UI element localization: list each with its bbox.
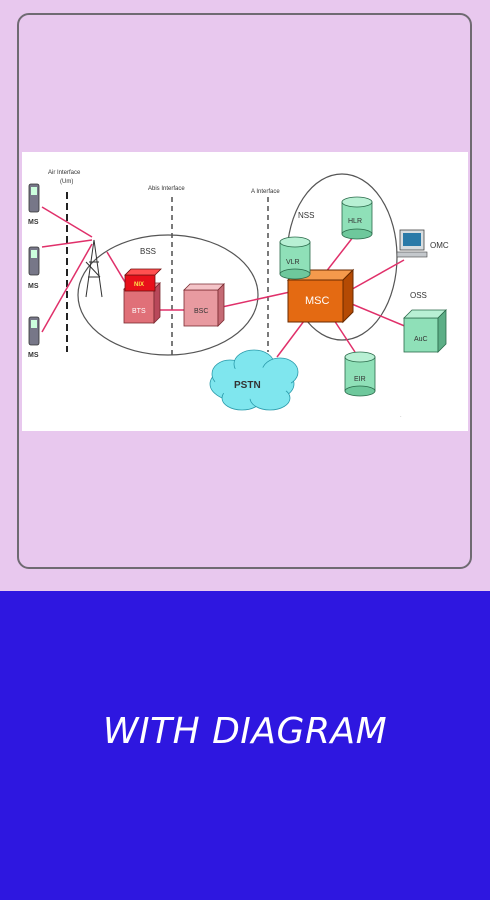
- eir-cylinder: [344, 351, 376, 397]
- ms-phone-icon: [28, 316, 40, 346]
- nix-box: [124, 268, 162, 292]
- a-interface-label: A Interface: [251, 189, 280, 195]
- nss-label: NSS: [298, 211, 314, 220]
- bss-ellipse: [77, 234, 259, 356]
- ms-label-3: MS: [28, 352, 39, 359]
- pstn-label: PSTN: [234, 380, 261, 391]
- vlr-label: VLR: [286, 259, 300, 266]
- ms-label-1: MS: [28, 219, 39, 226]
- nix-label: NIX: [134, 282, 144, 288]
- auc-box: [403, 309, 447, 353]
- banner[interactable]: WITH DIAGRAM: [0, 591, 490, 900]
- auc-label: AuC: [414, 336, 428, 343]
- msc-box: [286, 268, 355, 324]
- dot: ·: [400, 414, 402, 420]
- gsm-architecture-diagram: MS MS MS Air Interface (Um) Abis Interfa…: [22, 152, 468, 431]
- bsc-box: [183, 283, 225, 327]
- banner-title: WITH DIAGRAM: [102, 711, 388, 752]
- hlr-label: HLR: [348, 218, 362, 225]
- ms-phone-icon: [28, 246, 40, 276]
- bsc-label: BSC: [194, 308, 208, 315]
- antenna-tower-icon: [85, 239, 103, 298]
- bts-label: BTS: [132, 308, 146, 315]
- air-interface-label: Air Interface: [48, 170, 81, 176]
- omc-label: OMC: [430, 241, 449, 250]
- eir-label: EIR: [354, 376, 366, 383]
- ms-label-2: MS: [28, 283, 39, 290]
- oss-label: OSS: [410, 291, 427, 300]
- omc-computer-icon: [396, 229, 428, 258]
- vlr-cylinder: [279, 236, 311, 280]
- msc-label: MSC: [305, 295, 330, 307]
- ms-phone-icon: [28, 183, 40, 213]
- abis-interface-label: Abis Interface: [148, 186, 185, 192]
- bss-label: BSS: [140, 247, 156, 256]
- um-label: (Um): [60, 179, 73, 185]
- hlr-cylinder: [341, 196, 373, 240]
